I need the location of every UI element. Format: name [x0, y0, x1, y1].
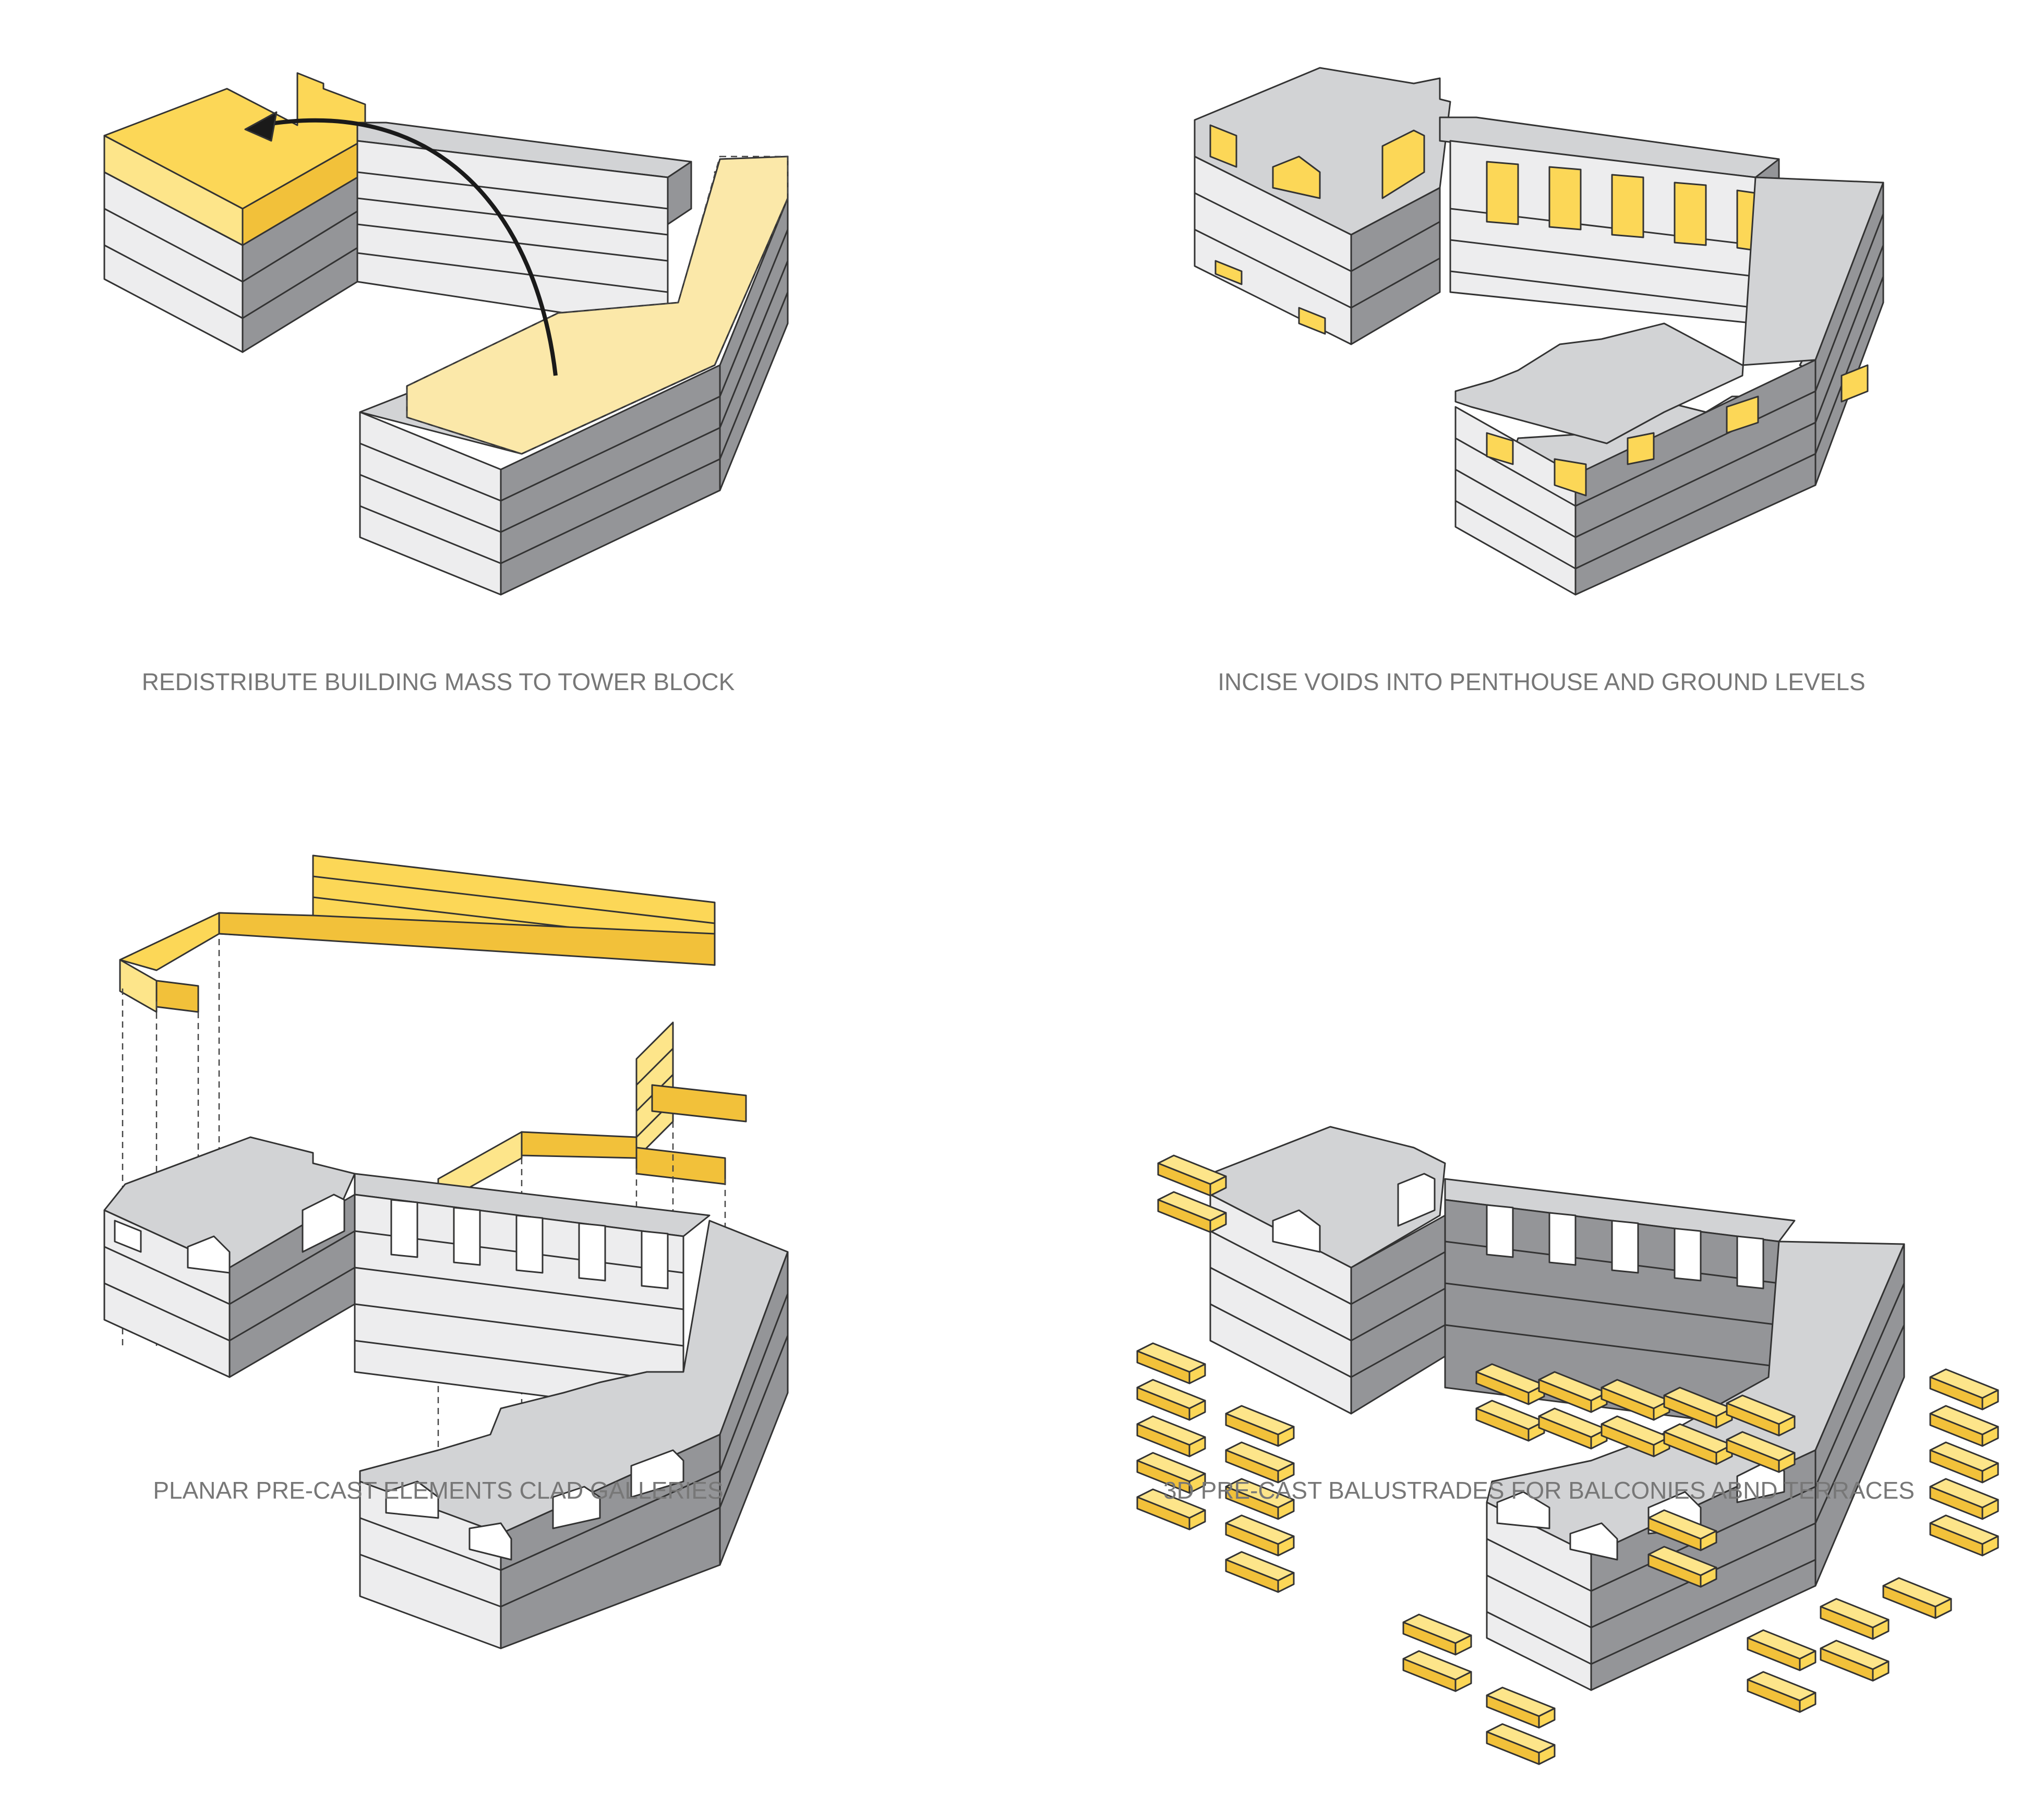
balustrade-tray: [1225, 1441, 1295, 1484]
balustrade-set: [1136, 1154, 1999, 1765]
balustrade-tray: [1929, 1478, 1999, 1520]
middle-wing-balc: [1444, 1178, 1796, 1430]
balustrade-tray: [1486, 1723, 1556, 1765]
balustrade-tray: [1820, 1598, 1890, 1640]
balustrade-tray: [1538, 1371, 1608, 1413]
balustrade-tray: [1486, 1686, 1556, 1729]
panel-1-massing: [103, 72, 789, 596]
panel-2-voids: [1194, 67, 1884, 596]
arrow-head-icon: [244, 111, 278, 142]
balustrade-tray: [1538, 1407, 1608, 1450]
cladding-planes: [119, 854, 747, 1206]
balustrade-tray: [1136, 1379, 1206, 1421]
middle-wing-voids: [1439, 116, 1780, 324]
middle-wing-clad: [354, 1173, 711, 1415]
tower-block: [103, 72, 366, 353]
panel-4-balustrades: [1136, 1126, 1999, 1765]
balustrade-tray: [1647, 1509, 1717, 1551]
balustrade-tray: [1225, 1405, 1295, 1447]
balustrade-tray: [1929, 1405, 1999, 1447]
balustrade-tray: [1929, 1514, 1999, 1557]
balustrade-tray: [1929, 1441, 1999, 1484]
balustrade-tray: [1157, 1154, 1227, 1197]
balustrade-tray: [1157, 1191, 1227, 1233]
balustrade-tray: [1136, 1342, 1206, 1384]
mass-transfer-arrow: [260, 118, 558, 376]
balustrade-tray: [1747, 1671, 1817, 1713]
balustrade-tray: [1402, 1650, 1472, 1692]
balustrade-tray: [1225, 1478, 1295, 1520]
balustrade-tray: [1647, 1546, 1717, 1588]
tower-block-clad: [103, 1136, 356, 1378]
balustrade-tray: [1225, 1514, 1295, 1557]
l-wing-clad: [359, 1220, 789, 1649]
balustrade-tray: [1136, 1452, 1206, 1494]
l-wing-voids: [1454, 176, 1884, 596]
balustrade-tray: [1475, 1400, 1545, 1442]
panel-3-cladding: [103, 854, 789, 1649]
balustrade-tray: [1820, 1640, 1890, 1682]
tower-block-balc: [1209, 1126, 1446, 1415]
balustrade-tray: [1929, 1368, 1999, 1411]
caption-panel-2: INCISE VOIDS INTO PENTHOUSE AND GROUND L…: [1218, 668, 1866, 695]
middle-wing: [356, 122, 692, 330]
balustrade-tray: [1136, 1488, 1206, 1530]
balustrade-tray: [1136, 1415, 1206, 1457]
tower-block-voids: [1194, 67, 1451, 345]
balustrade-tray: [1225, 1551, 1295, 1593]
balustrade-tray: [1882, 1577, 1952, 1619]
caption-panel-4: 3D PRE-CAST BALUSTRADES FOR BALCONIES AB…: [1163, 1477, 1915, 1504]
l-wing: [359, 155, 789, 596]
balustrade-tray: [1747, 1629, 1817, 1671]
balustrade-tray: [1402, 1613, 1472, 1656]
caption-panel-1: REDISTRIBUTE BUILDING MASS TO TOWER BLOC…: [141, 668, 735, 695]
caption-panel-3: PLANAR PRE-CAST ELEMENTS CLAD GALLERIES: [153, 1477, 724, 1504]
balustrade-tray: [1726, 1431, 1796, 1473]
balustrade-tray: [1726, 1394, 1796, 1437]
